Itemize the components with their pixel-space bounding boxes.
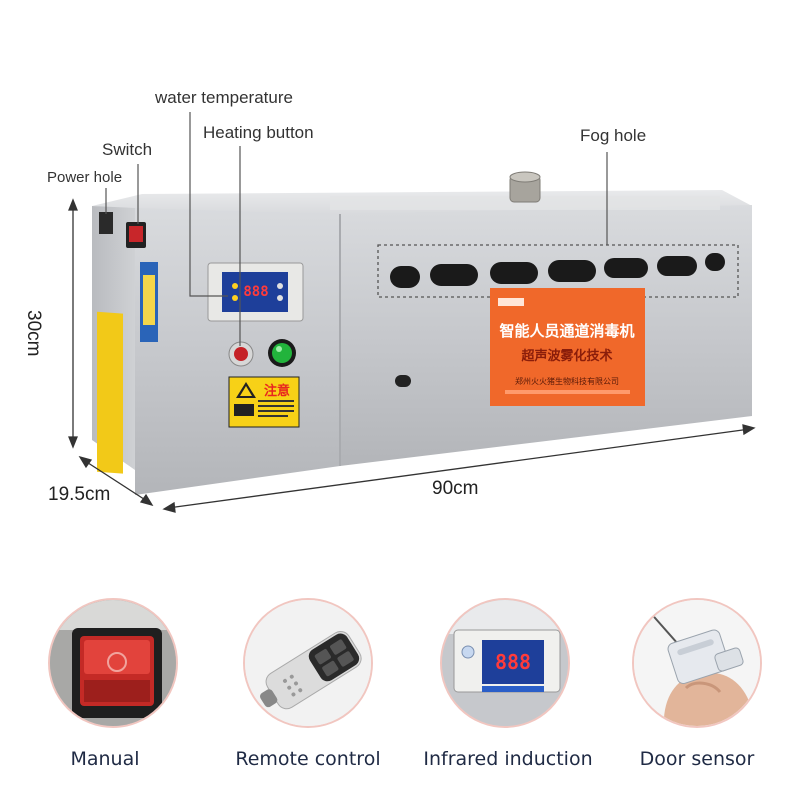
svg-text:郑州火火猪生物科技有限公司: 郑州火火猪生物科技有限公司 [515, 376, 619, 386]
fog-holes [390, 253, 725, 288]
dimension-height: 30cm [23, 310, 44, 357]
brand-label: 智能人员通道消毒机 超声波雾化技术 郑州火火猪生物科技有限公司 [490, 288, 645, 406]
mode-caption-remote: Remote control [235, 748, 381, 770]
door-sensor-icon [634, 600, 760, 726]
dimension-depth: 19.5cm [48, 484, 111, 505]
svg-text:注意: 注意 [264, 383, 290, 399]
warning-sticker: 注意 [228, 376, 300, 428]
mode-remote-image [243, 598, 373, 728]
infrared-sensor-icon: 888 [442, 600, 568, 726]
mode-caption-door-sensor: Door sensor [639, 748, 755, 770]
dimension-width: 90cm [432, 478, 479, 499]
svg-text:超声波雾化技术: 超声波雾化技术 [521, 348, 612, 364]
mode-manual-image [48, 598, 178, 728]
label-fog-hole: Fog hole [580, 126, 647, 145]
label-water-temperature: water temperature [155, 88, 293, 107]
svg-text:888: 888 [495, 650, 531, 674]
mode-infrared-image: 888 [440, 598, 570, 728]
mode-door-sensor-image [632, 598, 762, 728]
svg-text:智能人员通道消毒机: 智能人员通道消毒机 [499, 322, 634, 340]
svg-text:888: 888 [243, 284, 268, 300]
mode-caption-manual: Manual [70, 748, 140, 770]
rocker-switch-icon [50, 600, 176, 726]
water-temperature-leader [189, 112, 228, 297]
disinfection-machine-illustration: 智能人员通道消毒机 超声波雾化技术 郑州火火猪生物科技有限公司 888 注意 [68, 112, 756, 513]
label-power-hole: Power hole [47, 169, 123, 186]
label-heating-button: Heating button [203, 123, 314, 142]
control-panel: 888 [207, 262, 304, 322]
label-switch: Switch [102, 140, 153, 159]
power-hole [99, 212, 113, 234]
mode-caption-infrared: Infrared induction [423, 748, 593, 770]
remote-control-icon [245, 600, 371, 726]
